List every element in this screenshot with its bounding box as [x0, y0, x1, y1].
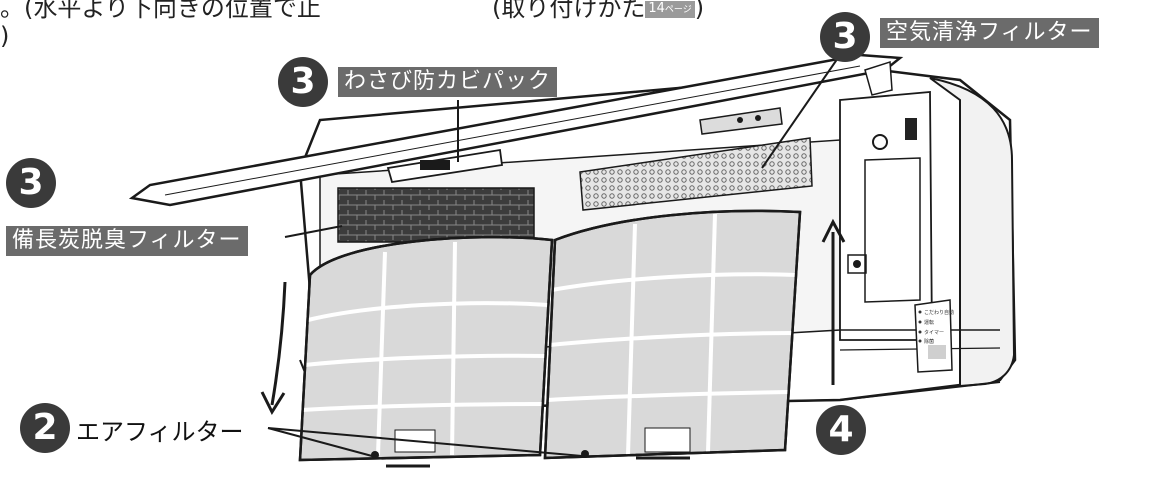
leader-lines [267, 54, 841, 457]
label-charcoal-filter: 備長炭脱臭フィルター [6, 226, 248, 256]
page-reference: 14ページ [645, 0, 695, 18]
lamp-label-1: こだわり自動 [924, 309, 954, 316]
step-badge-3-purify: 3 [820, 12, 870, 62]
air-purify-filter [579, 137, 813, 211]
lamp-label-4: 除菌 [924, 338, 934, 345]
wasabi-pack [386, 148, 504, 184]
label-wasabi-pack: わさび防カビパック [338, 67, 558, 97]
arrow-down [270, 281, 287, 406]
instruction-mid-post: ) [694, 0, 705, 22]
step-badge-2: 2 [20, 403, 70, 453]
step-badge-4: 4 [816, 405, 866, 455]
step-badge-3-wasabi: 3 [278, 57, 328, 107]
air-filter-left [298, 235, 554, 468]
arrow-down-head [260, 391, 286, 416]
label-air-purify-filter: 空気清浄フィルター [880, 18, 1099, 48]
step-badge-3-charcoal: 3 [6, 158, 56, 208]
air-filter-right [543, 209, 802, 460]
front-panel-open [128, 53, 904, 207]
lamp-label-2: 運転 [924, 320, 934, 326]
label-air-filter: エアフィルター [76, 418, 244, 446]
instruction-text-left-2: ) [0, 22, 10, 50]
arrow-up-head [821, 218, 846, 243]
charcoal-filter [337, 187, 535, 243]
instruction-mid-pre: (取り付けかた [492, 0, 646, 22]
lamp-label-3: タイマー [924, 329, 944, 336]
indicator-panel: こだわり自動 運転 タイマー 除菌 [914, 299, 954, 373]
instruction-text-left: 。(水平より下向きの位置で止 [0, 0, 321, 22]
instruction-text-left-1: 。(水平より下向きの位置で止 [0, 0, 321, 22]
